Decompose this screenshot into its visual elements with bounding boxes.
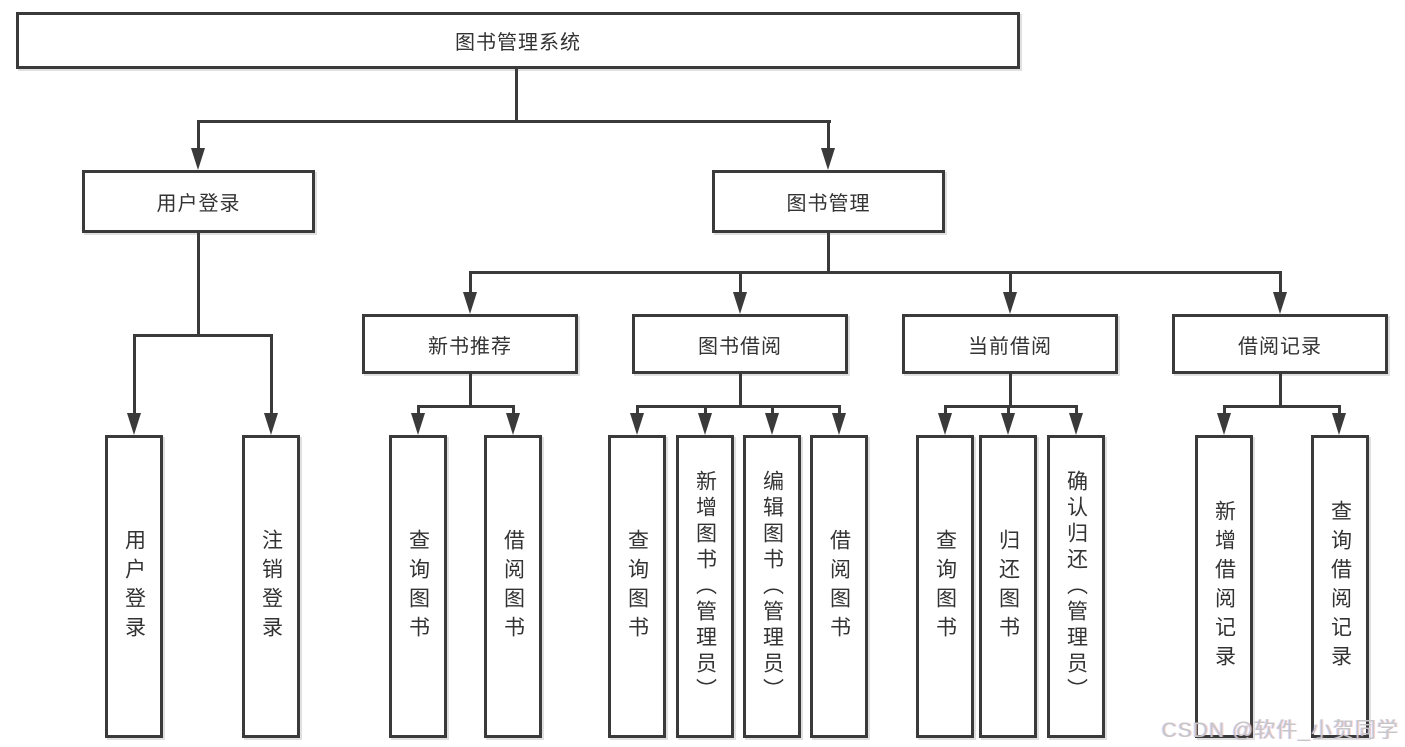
- connector-arm-query-books-current: [944, 405, 947, 417]
- leaf-label: 确认归还（管理员）: [1064, 469, 1088, 704]
- leaf-user-login: 用户登录: [105, 435, 163, 738]
- arrowhead-book-management: [821, 148, 835, 170]
- node-user-login: 用户登录: [82, 170, 315, 233]
- arrowhead-current-borrowing: [1003, 292, 1017, 314]
- leaf-edit-book-admin: 编辑图书（管理员）: [743, 435, 801, 738]
- arrowhead-query-books-borrowing: [630, 413, 644, 435]
- connector-book-management-stub: [827, 233, 830, 274]
- connector-arm-query-borrow-record: [1338, 405, 1341, 417]
- arrowhead-user-login: [191, 148, 205, 170]
- node-label: 当前借阅: [968, 335, 1052, 358]
- arrowhead-add-book-admin: [698, 413, 712, 435]
- leaf-query-borrow-record: 查询借阅记录: [1311, 435, 1369, 738]
- arrowhead-book-borrowing: [733, 292, 747, 314]
- connector-arm-query-books-recommend: [417, 405, 420, 417]
- connector-root-rail: [197, 120, 831, 123]
- arrowhead-edit-book-admin: [765, 413, 779, 435]
- connector-recommend-stub: [469, 374, 472, 408]
- arrowhead-query-books-recommend: [411, 413, 425, 435]
- leaf-label: 查询图书: [933, 528, 957, 645]
- connector-borrowing-stub: [739, 374, 742, 408]
- leaf-add-borrow-record: 新增借阅记录: [1195, 435, 1253, 738]
- connector-arm-add-borrow-record: [1223, 405, 1226, 417]
- connector-arm-edit-book-admin: [771, 405, 774, 417]
- leaf-add-book-admin: 新增图书（管理员）: [676, 435, 734, 738]
- connector-arm-user-login: [197, 120, 200, 152]
- leaf-query-books-recommend: 查询图书: [389, 435, 447, 738]
- connector-user-login-stub: [197, 233, 200, 337]
- connector-arm-book-management: [827, 120, 830, 152]
- leaf-query-books-borrowing: 查询图书: [608, 435, 666, 738]
- node-label: 图书管理系统: [455, 32, 581, 54]
- leaf-label: 注销登录: [259, 528, 283, 645]
- connector-arm-new-book-recommend: [469, 271, 472, 294]
- leaf-label: 编辑图书（管理员）: [760, 469, 784, 704]
- arrowhead-borrow-books-borrowing: [832, 413, 846, 435]
- arrowhead-add-borrow-record: [1217, 413, 1231, 435]
- arrowhead-borrowing-records: [1273, 292, 1287, 314]
- connector-arm-current-borrowing: [1009, 271, 1012, 294]
- leaf-return-books: 归还图书: [979, 435, 1037, 738]
- connector-arm-confirm-return-admin: [1075, 405, 1078, 417]
- connector-records-rail: [1223, 405, 1341, 408]
- connector-recommend-rail: [417, 405, 515, 408]
- arrowhead-return-books: [1001, 413, 1015, 435]
- connector-arm-book-borrowing: [739, 271, 742, 294]
- arrowhead-query-books-current: [938, 413, 952, 435]
- connector-arm-borrow-books-recommend: [512, 405, 515, 417]
- arrowhead-leaf-logout: [264, 413, 278, 435]
- leaf-label: 查询图书: [406, 528, 430, 645]
- connector-arm-borrowing-records: [1279, 271, 1282, 294]
- node-label: 借阅记录: [1238, 335, 1322, 358]
- node-current-borrowing: 当前借阅: [902, 314, 1118, 374]
- node-book-borrowing: 图书借阅: [632, 314, 848, 374]
- leaf-confirm-return-admin: 确认归还（管理员）: [1047, 435, 1105, 738]
- node-library-management-system: 图书管理系统: [16, 12, 1020, 69]
- leaf-label: 借阅图书: [827, 528, 851, 645]
- node-label: 用户登录: [156, 193, 241, 215]
- leaf-label: 用户登录: [122, 528, 146, 645]
- node-borrowing-records: 借阅记录: [1172, 314, 1388, 374]
- arrowhead-new-book-recommend: [463, 292, 477, 314]
- leaf-label: 新增图书（管理员）: [693, 469, 717, 704]
- connector-arm-borrow-books-borrowing: [838, 405, 841, 417]
- leaf-borrow-books-borrowing: 借阅图书: [810, 435, 868, 738]
- connector-arm-query-books-borrowing: [636, 405, 639, 417]
- node-new-book-recommend: 新书推荐: [362, 314, 578, 374]
- connector-arm-return-books: [1007, 405, 1010, 417]
- node-label: 图书借阅: [698, 335, 782, 358]
- leaf-label: 查询图书: [625, 528, 649, 645]
- connector-current-rail: [944, 405, 1078, 408]
- connector-user-login-rail: [133, 334, 273, 337]
- arrowhead-confirm-return-admin: [1069, 413, 1083, 435]
- connector-book-management-rail: [469, 271, 1281, 274]
- arrowhead-query-borrow-record: [1332, 413, 1346, 435]
- leaf-label: 归还图书: [996, 528, 1020, 645]
- arrowhead-borrow-books-recommend: [506, 413, 520, 435]
- connector-records-stub: [1279, 374, 1282, 408]
- connector-current-stub: [1009, 374, 1012, 408]
- node-label: 图书管理: [786, 193, 871, 215]
- arrowhead-leaf-user-login: [127, 413, 141, 435]
- node-book-management: 图书管理: [712, 170, 945, 233]
- leaf-label: 新增借阅记录: [1212, 499, 1236, 674]
- leaf-logout: 注销登录: [242, 435, 300, 738]
- connector-borrowing-rail: [636, 405, 841, 408]
- leaf-query-books-current: 查询图书: [916, 435, 974, 738]
- connector-arm-leaf-logout: [270, 334, 273, 416]
- connector-arm-leaf-user-login: [133, 334, 136, 416]
- leaf-borrow-books-recommend: 借阅图书: [484, 435, 542, 738]
- leaf-label: 借阅图书: [501, 528, 525, 645]
- leaf-label: 查询借阅记录: [1328, 499, 1352, 674]
- connector-root-stub: [515, 69, 518, 122]
- connector-arm-add-book-admin: [704, 405, 707, 417]
- node-label: 新书推荐: [428, 335, 512, 358]
